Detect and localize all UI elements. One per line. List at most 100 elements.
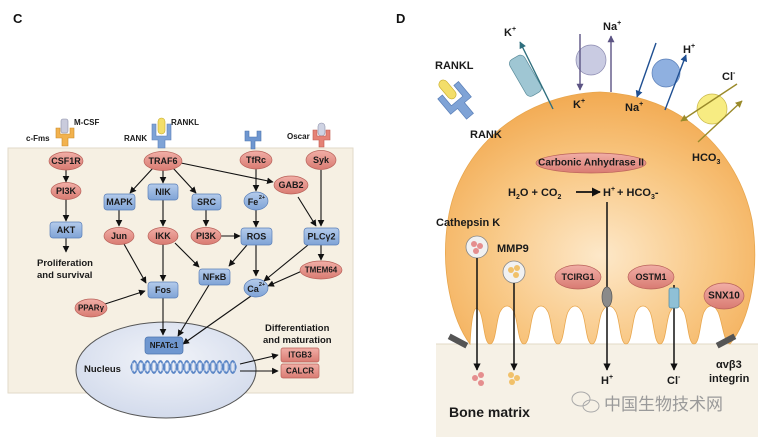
cl-secreted-label: Cl- xyxy=(667,374,681,387)
integrin-left-icon xyxy=(447,333,469,349)
arrow-gab2-plcg2 xyxy=(297,196,317,227)
node-traf6: TRAF6 xyxy=(143,151,183,171)
node-csf1r: CSF1R xyxy=(48,151,84,171)
node-tfrc: TfRc xyxy=(239,150,273,170)
mmp9-vesicle-icon xyxy=(502,260,526,284)
node-mapk: MAPK xyxy=(103,193,136,211)
integrin-right-icon xyxy=(715,333,737,349)
node-nfatc1-label: NFATc1 xyxy=(150,341,179,350)
watermark: 中国生物技术网 xyxy=(571,391,723,415)
node-nik: NIK xyxy=(147,183,179,201)
node-calcr: CALCR xyxy=(280,363,320,379)
node-syk: Syk xyxy=(305,150,337,170)
node-gab2-label: GAB2 xyxy=(278,180,303,190)
pathway-arrows xyxy=(62,162,325,375)
node-ca-superscript: 2+ xyxy=(259,282,265,288)
k-out-label: K+ xyxy=(504,26,516,39)
rank-label: RANK xyxy=(124,134,147,143)
snx10-node: SNX10 xyxy=(703,282,745,310)
na-k-pump-icon xyxy=(575,34,615,92)
mcsf-label: M-CSF xyxy=(74,118,99,127)
node-fe: Fe 2+ xyxy=(243,191,269,211)
ostm1-node: OSTM1 xyxy=(627,264,675,290)
arrow-nfkb-nfatc1 xyxy=(177,279,213,337)
node-ppary-label: PPARγ xyxy=(78,304,105,313)
k-channel-icon xyxy=(509,41,554,110)
h-out-label: H+ xyxy=(683,43,695,56)
bone-matrix-label: Bone matrix xyxy=(449,404,530,420)
differentiation-label-2: and maturation xyxy=(263,335,332,346)
node-pi3k-mid: PI3K xyxy=(190,227,222,245)
carbonic-anhydrase-node: Carbonic Anhydrase II xyxy=(535,152,647,174)
cl-out-label: Cl- xyxy=(722,70,736,83)
ostm1-label: OSTM1 xyxy=(635,272,666,282)
cathepsin-k-vesicle-icon xyxy=(465,235,489,259)
rank-label-d: RANK xyxy=(470,129,502,141)
rank-receptor-icon xyxy=(151,117,172,149)
node-ros: ROS xyxy=(240,227,273,246)
mmp9-label: MMP9 xyxy=(497,243,529,255)
hco3-label: HCO3 xyxy=(692,152,720,166)
node-plcg2-label: PLCγ2 xyxy=(307,232,335,242)
node-fos-label: Fos xyxy=(155,285,171,295)
node-pi3k-left-label: PI3K xyxy=(56,186,77,196)
node-ikk-label: IKK xyxy=(155,231,171,241)
rankl-label-d: RANKL xyxy=(435,60,474,72)
cathepsin-k-particles-icon xyxy=(472,372,484,386)
panel-d-letter: D xyxy=(396,11,405,26)
node-fe-superscript: 2+ xyxy=(259,195,265,201)
mmp9-particles-icon xyxy=(508,372,520,385)
wechat-icon xyxy=(571,391,600,413)
cathepsin-k-label: Cathepsin K xyxy=(436,217,500,229)
integrin-label-1: αvβ3 xyxy=(716,359,742,371)
node-jun: Jun xyxy=(103,227,135,245)
tcirg1-node: TCIRG1 xyxy=(554,264,602,290)
arrow-ros-nfkb xyxy=(228,244,248,267)
differentiation-label-1: Differentiation xyxy=(265,323,330,334)
node-fos: Fos xyxy=(147,281,179,299)
integrin-label-2: integrin xyxy=(709,373,750,385)
arrow-traf6-gab2 xyxy=(180,162,274,185)
node-src: SRC xyxy=(191,193,222,211)
node-akt-label: AKT xyxy=(57,225,76,235)
node-itgb3-label: ITGB3 xyxy=(288,351,312,360)
na-out-label: Na+ xyxy=(603,20,621,33)
node-nfkb: NFκB xyxy=(198,268,231,286)
arrow-traf6-src xyxy=(172,167,197,194)
h-secreted-label: H+ xyxy=(601,374,613,387)
watermark-text: 中国生物技术网 xyxy=(604,395,723,415)
node-tmem64-label: TMEM64 xyxy=(305,266,338,275)
node-fe-label: Fe xyxy=(248,197,259,207)
arrow-ca-nfatc1 xyxy=(182,295,252,345)
node-pi3k-left: PI3K xyxy=(50,182,82,200)
panel-d: D RANKL RANK K+ Na+ K+ xyxy=(396,11,758,437)
arrow-plcg2-ca xyxy=(263,244,309,282)
panel-c: C M-CSF c-Fms RANKL RANK Oscar xyxy=(7,11,354,419)
arrow-ikk-nfkb xyxy=(174,242,200,268)
node-ppary: PPARγ xyxy=(74,298,108,318)
arrow-ppary-fos xyxy=(104,289,146,305)
node-nfatc1: NFATc1 xyxy=(144,336,184,355)
proliferation-label-1: Proliferation xyxy=(37,258,93,269)
node-calcr-label: CALCR xyxy=(286,367,314,376)
dna-helix-icon xyxy=(130,359,237,375)
node-akt: AKT xyxy=(49,221,83,239)
node-jun-label: Jun xyxy=(111,231,127,241)
na-in-label: Na+ xyxy=(625,101,643,114)
arrow-traf6-mapk xyxy=(129,167,154,194)
arrow-dna-itgb3 xyxy=(239,353,279,365)
node-tfrc-label: TfRc xyxy=(246,155,266,165)
carbonic-anhydrase-label: Carbonic Anhydrase II xyxy=(538,158,644,169)
bone-matrix-region xyxy=(436,344,758,437)
tcirg1-label: TCIRG1 xyxy=(561,272,594,282)
panel-c-letter: C xyxy=(13,11,23,26)
reaction-products: H++ HCO3- xyxy=(603,186,659,201)
oscar-receptor-icon xyxy=(312,122,331,148)
nucleus-label: Nucleus xyxy=(84,364,121,375)
node-gab2: GAB2 xyxy=(273,175,309,195)
node-ros-label: ROS xyxy=(247,232,267,242)
node-csf1r-label: CSF1R xyxy=(51,156,81,166)
tfrc-receptor-icon xyxy=(244,130,262,150)
proliferation-label-2: and survival xyxy=(37,270,92,281)
node-ca: Ca 2+ xyxy=(243,278,269,298)
